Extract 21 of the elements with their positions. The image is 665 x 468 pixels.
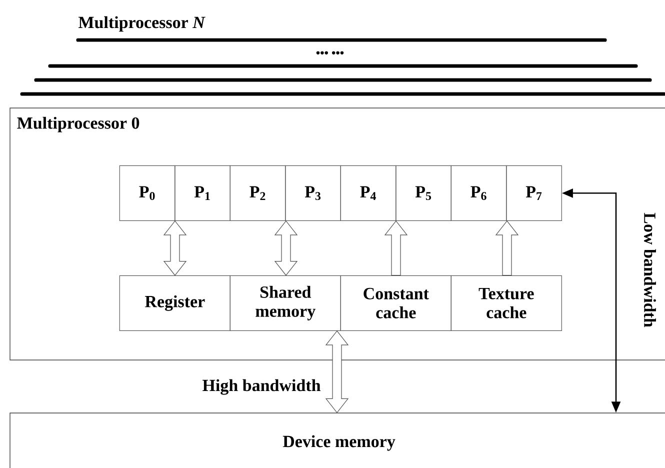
processor-cell: P$_{1}$ [174,165,230,221]
memory-cell: Shared memory [230,275,341,331]
edge-label: Low bandwidth [644,212,656,328]
hollow-arrow [274,220,298,276]
processor-cell: P$_{2}$ [230,165,286,221]
device-memory-box: Device memory [10,412,665,468]
memory-cell: Texture cache [450,275,562,331]
hollow-arrow [384,220,408,276]
hollow-arrow [495,220,519,276]
layer-title: Multiprocessor N [78,16,206,32]
ellipsis: ••• ••• [316,51,344,54]
processor-cell: P$_{0}$ [119,165,176,221]
processor-cell: P$_{4}$ [340,165,396,221]
edge-label: High bandwidth [202,379,321,395]
processor-cell: P$_{7}$ [506,165,562,221]
memory-cell: Register [119,275,230,331]
processor-cell: P$_{3}$ [285,165,341,221]
processor-cell: P$_{5}$ [396,165,452,221]
memory-cell: Constant cache [340,275,452,331]
hollow-arrow [163,220,187,276]
processor-cell: P$_{6}$ [450,165,507,221]
